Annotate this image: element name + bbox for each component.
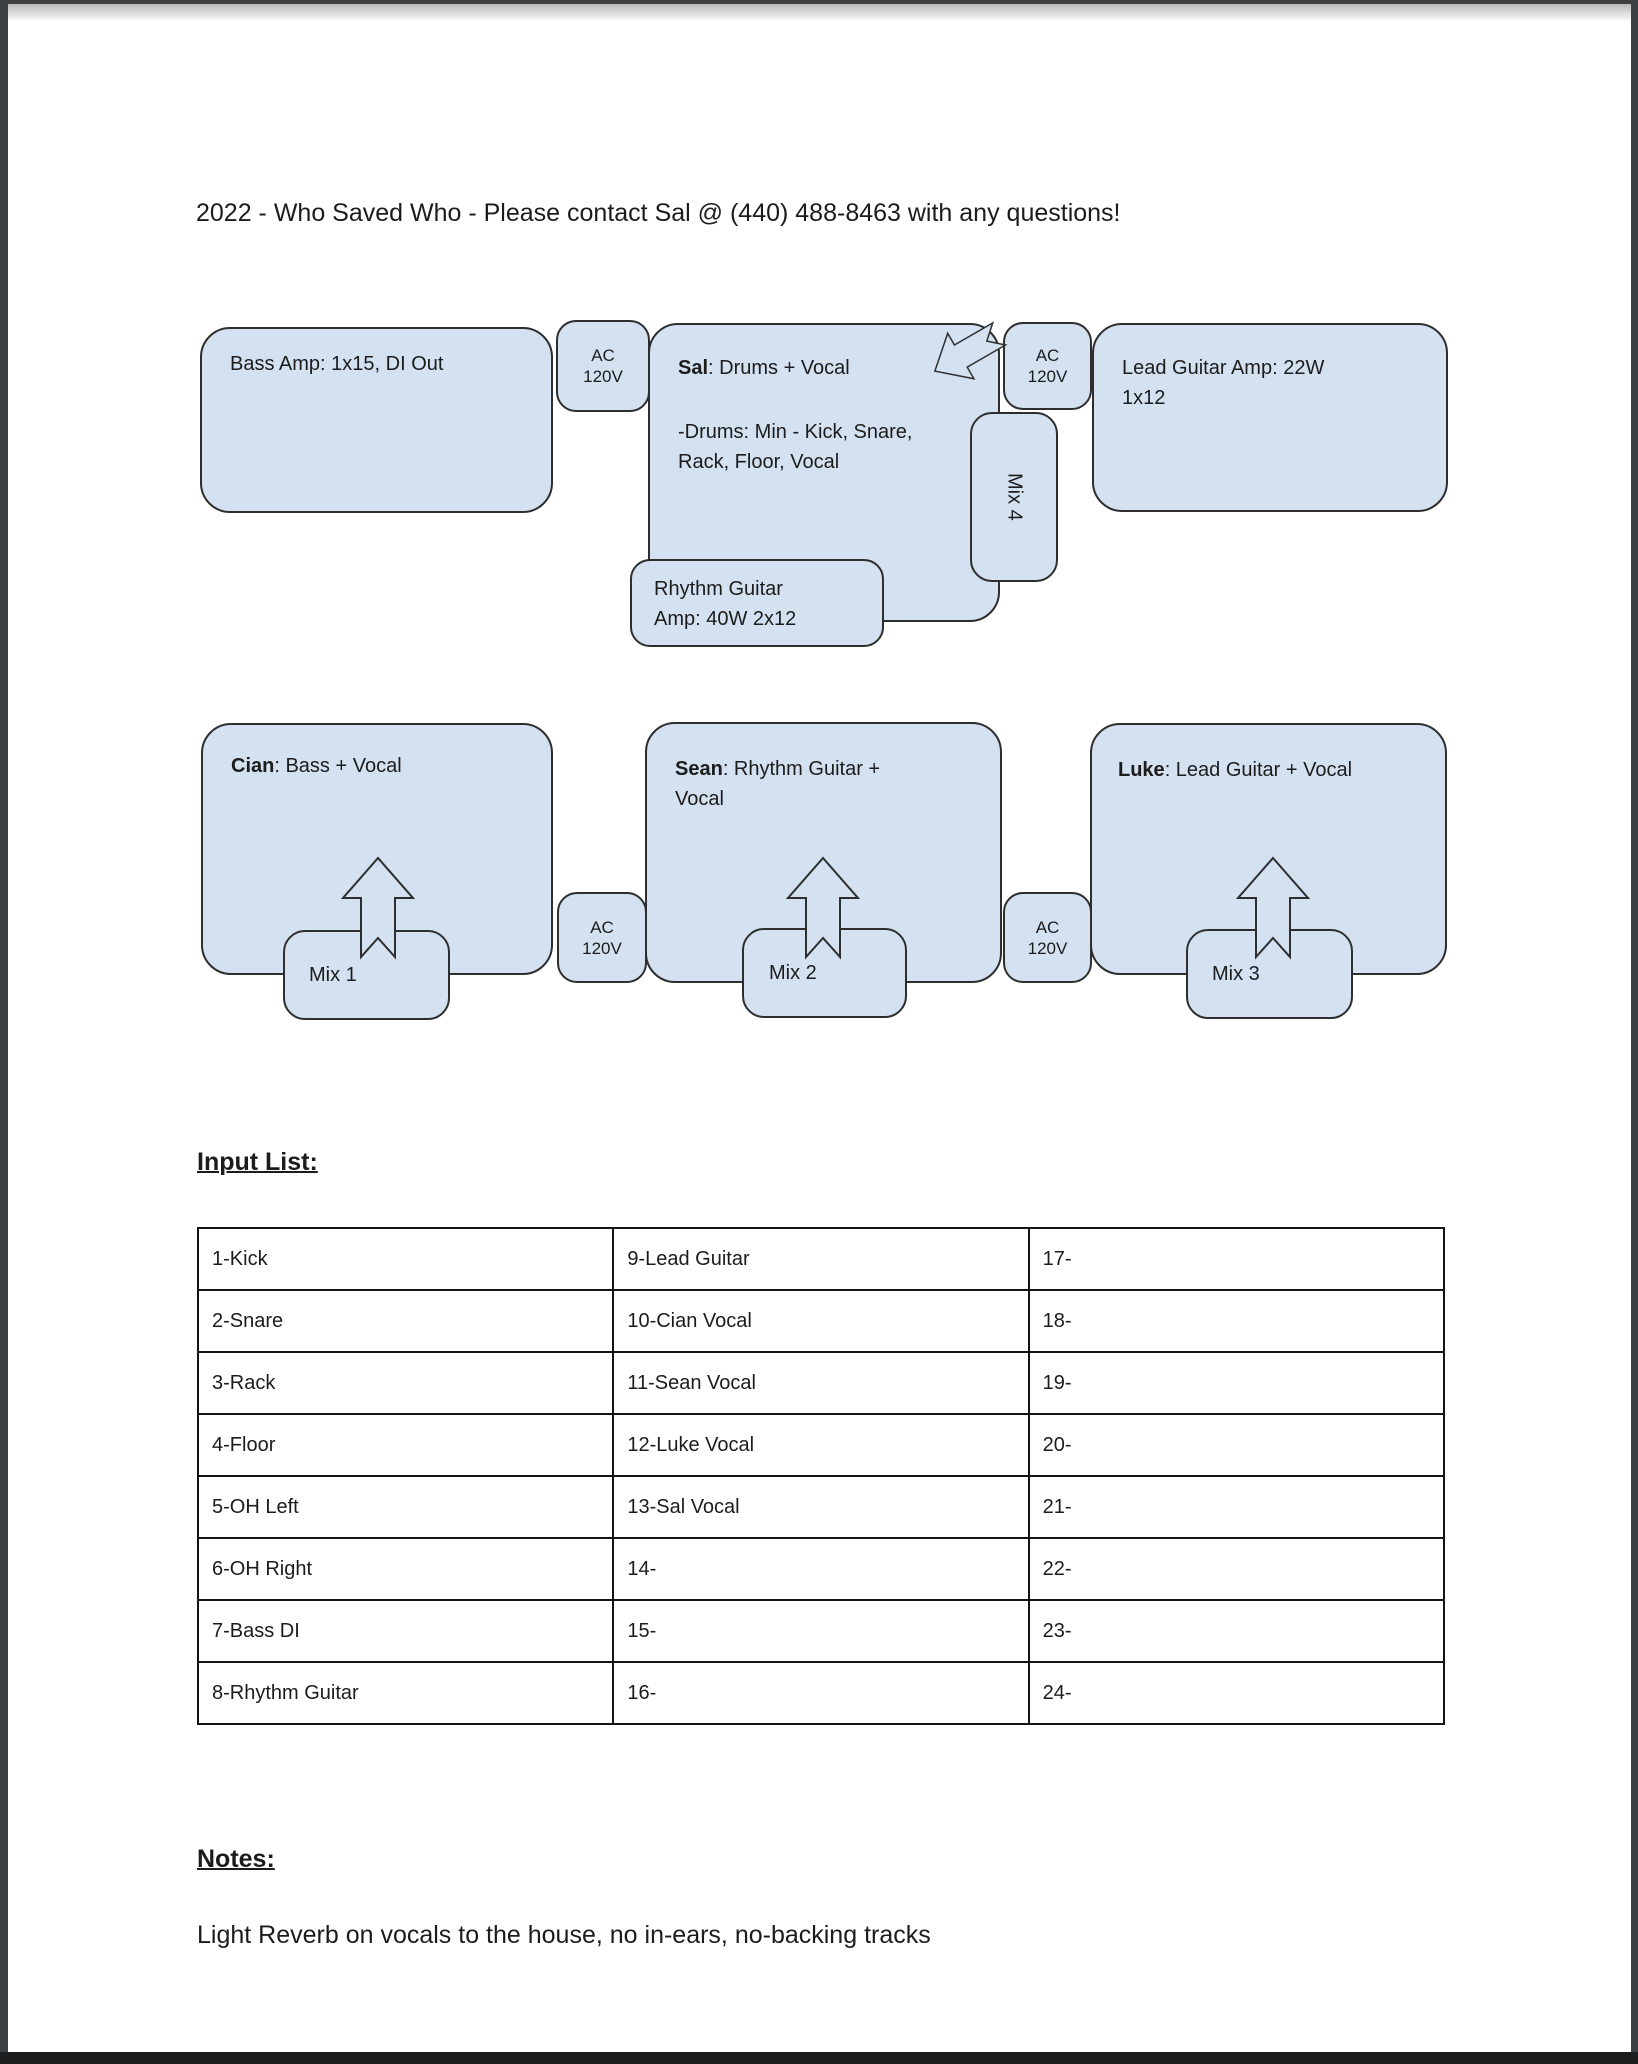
- table-row: 3-Rack 11-Sean Vocal 19-: [196, 1351, 1446, 1415]
- input-cell: 17-: [1027, 1227, 1446, 1291]
- input-cell: 18-: [1027, 1289, 1446, 1353]
- up-arrow-icon: [1235, 856, 1311, 960]
- input-cell: 1-Kick: [196, 1227, 615, 1291]
- notes-body: Light Reverb on vocals to the house, no …: [197, 1921, 931, 1949]
- mix-4-label: Mix 4: [1003, 473, 1026, 521]
- sal-detail: -Drums: Min - Kick, Snare, Rack, Floor, …: [650, 383, 998, 477]
- sal-name: Sal: [678, 357, 709, 379]
- input-cell: 24-: [1027, 1661, 1446, 1725]
- mix-3-label: Mix 3: [1212, 962, 1260, 985]
- lead-amp-label: Lead Guitar Amp: 22W 1x12: [1094, 325, 1446, 413]
- document-page: 2022 - Who Saved Who - Please contact Sa…: [8, 4, 1631, 2052]
- table-row: 5-OH Left 13-Sal Vocal 21-: [196, 1475, 1446, 1539]
- luke-role: : Lead Guitar + Vocal: [1164, 759, 1353, 781]
- input-cell: 5-OH Left: [196, 1475, 615, 1539]
- lead-guitar-amp-box: Lead Guitar Amp: 22W 1x12: [1092, 323, 1448, 512]
- table-row: 2-Snare 10-Cian Vocal 18-: [196, 1289, 1446, 1353]
- ac-power-box-3: AC 120V: [557, 892, 647, 983]
- input-cell: 3-Rack: [196, 1351, 615, 1415]
- notes-heading: Notes:: [197, 1845, 275, 1873]
- input-cell: 21-: [1027, 1475, 1446, 1539]
- rhythm-amp-line2: Amp: 40W 2x12: [654, 608, 797, 630]
- sal-role: : Drums + Vocal: [708, 357, 850, 379]
- ac-label-line2: 120V: [583, 367, 623, 386]
- table-row: 4-Floor 12-Luke Vocal 20-: [196, 1413, 1446, 1477]
- input-cell: 23-: [1027, 1599, 1446, 1663]
- input-list-table: 1-Kick 9-Lead Guitar 17- 2-Snare 10-Cian…: [196, 1227, 1446, 1725]
- input-cell: 14-: [612, 1537, 1030, 1601]
- table-row: 6-OH Right 14- 22-: [196, 1537, 1446, 1601]
- ac-power-box-4: AC 120V: [1003, 892, 1092, 983]
- input-cell: 4-Floor: [196, 1413, 615, 1477]
- input-cell: 13-Sal Vocal: [612, 1475, 1030, 1539]
- input-cell: 6-OH Right: [196, 1537, 615, 1601]
- cian-name: Cian: [231, 755, 275, 777]
- sean-title: Sean: Rhythm Guitar + Vocal: [647, 724, 1000, 814]
- input-cell: 16-: [612, 1661, 1030, 1725]
- lead-amp-line1: Lead Guitar Amp: 22W: [1122, 357, 1325, 379]
- luke-box: Luke: Lead Guitar + Vocal: [1090, 723, 1447, 975]
- sean-role: : Rhythm Guitar +: [722, 758, 881, 780]
- cian-role: : Bass + Vocal: [274, 755, 402, 777]
- table-row: 1-Kick 9-Lead Guitar 17-: [196, 1227, 1446, 1291]
- viewer-bottom-edge: [0, 2052, 1638, 2064]
- rhythm-amp-line1: Rhythm Guitar: [654, 578, 783, 600]
- input-cell: 22-: [1027, 1537, 1446, 1601]
- input-cell: 19-: [1027, 1351, 1446, 1415]
- table-row: 8-Rhythm Guitar 16- 24-: [196, 1661, 1446, 1725]
- luke-title: Luke: Lead Guitar + Vocal: [1092, 725, 1445, 785]
- rhythm-guitar-amp-box: Rhythm Guitar Amp: 40W 2x12: [630, 559, 884, 647]
- mix-3-box: Mix 3: [1186, 929, 1353, 1019]
- rhythm-amp-label: Rhythm Guitar Amp: 40W 2x12: [632, 561, 882, 634]
- ac-power-box-2: AC 120V: [1003, 322, 1092, 410]
- mix-2-label: Mix 2: [769, 961, 817, 984]
- input-cell: 8-Rhythm Guitar: [196, 1661, 615, 1725]
- bass-amp-box: Bass Amp: 1x15, DI Out: [200, 327, 553, 513]
- lead-amp-line2: 1x12: [1122, 387, 1166, 409]
- sal-title: Sal: Drums + Vocal: [650, 325, 998, 383]
- input-cell: 20-: [1027, 1413, 1446, 1477]
- sal-detail-line2: Rack, Floor, Vocal: [678, 451, 840, 473]
- ac-label-line1: AC: [1035, 917, 1060, 937]
- mix-4-box: Mix 4: [970, 412, 1058, 582]
- ac-power-box-1: AC 120V: [556, 320, 650, 412]
- ac-label-line1: AC: [590, 917, 614, 937]
- input-cell: 7-Bass DI: [196, 1599, 615, 1663]
- sal-detail-line1: -Drums: Min - Kick, Snare,: [678, 421, 913, 443]
- sean-name: Sean: [675, 758, 723, 780]
- down-left-arrow-icon: [921, 310, 1014, 395]
- table-row: 7-Bass DI 15- 23-: [196, 1599, 1446, 1663]
- mix-1-label: Mix 1: [309, 963, 357, 986]
- input-cell: 10-Cian Vocal: [612, 1289, 1030, 1353]
- input-cell: 12-Luke Vocal: [612, 1413, 1030, 1477]
- input-cell: 9-Lead Guitar: [612, 1227, 1030, 1291]
- cian-title: Cian: Bass + Vocal: [203, 725, 551, 781]
- input-cell: 2-Snare: [196, 1289, 615, 1353]
- input-list-heading: Input List:: [197, 1148, 318, 1176]
- input-cell: 11-Sean Vocal: [612, 1351, 1030, 1415]
- ac-label-line2: 120V: [582, 938, 622, 958]
- input-cell: 15-: [612, 1599, 1030, 1663]
- ac-label-line2: 120V: [1027, 938, 1068, 958]
- ac-label-line1: AC: [591, 346, 615, 365]
- up-arrow-icon: [340, 856, 416, 960]
- ac-label-line2: 120V: [1027, 367, 1068, 386]
- up-arrow-icon: [785, 856, 861, 960]
- sean-role-line2: Vocal: [675, 788, 724, 810]
- luke-name: Luke: [1118, 759, 1165, 781]
- bass-amp-label: Bass Amp: 1x15, DI Out: [230, 353, 444, 375]
- ac-label-line1: AC: [1035, 346, 1060, 365]
- page-title: 2022 - Who Saved Who - Please contact Sa…: [196, 199, 1121, 227]
